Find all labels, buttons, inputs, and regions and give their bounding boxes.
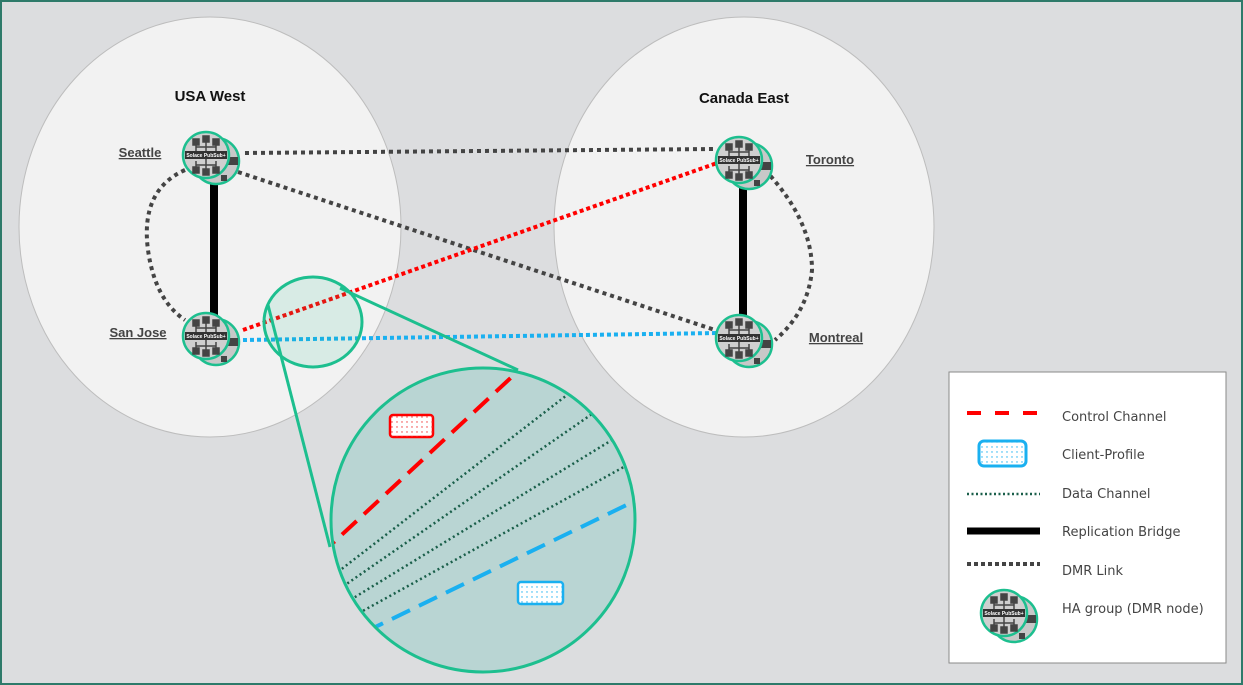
- node-logo-text: Solace PubSub+: [719, 158, 758, 164]
- data-channel-detail: [349, 456, 635, 620]
- legend-label: HA group (DMR node): [1062, 602, 1204, 617]
- dmr-link-seattle-montreal: [237, 170, 716, 332]
- node-label-seattle: Seattle: [119, 145, 162, 160]
- node-label-montreal: Montreal: [809, 330, 863, 345]
- node-logo-text: Solace PubSub+: [984, 611, 1023, 617]
- zoom-connector-line: [339, 286, 519, 372]
- zoom-source-circle: [262, 275, 364, 369]
- client-profile-detail: [364, 494, 635, 634]
- legend-label: Data Channel: [1062, 487, 1151, 502]
- control-channel-link: [242, 160, 721, 332]
- legend-label: Replication Bridge: [1062, 525, 1180, 540]
- zoom-connector-line: [266, 304, 332, 548]
- dmr-link-toronto-montreal: [763, 168, 815, 342]
- region-title-usa-west: USA West: [175, 88, 246, 105]
- dmr-link-seattle-sanjose: [144, 168, 187, 322]
- region-title-canada-east: Canada East: [699, 90, 789, 107]
- legend: Control Channel Client-Profile Data Chan…: [948, 371, 1227, 664]
- legend-label: Control Channel: [1062, 410, 1167, 425]
- node-label-toronto: Toronto: [806, 152, 854, 167]
- node-logo-text: Solace PubSub+: [186, 153, 225, 159]
- control-channel-detail: [331, 368, 532, 557]
- dmr-link-seattle-toronto: [244, 147, 716, 155]
- client-profile-link: [242, 331, 719, 342]
- node-logo-text: Solace PubSub+: [719, 336, 758, 342]
- node-label-san-jose: San Jose: [109, 325, 166, 340]
- data-channel-detail: [341, 430, 626, 607]
- node-logo-text: Solace PubSub+: [186, 334, 225, 340]
- legend-label: DMR Link: [1062, 564, 1123, 579]
- legend-label: Client-Profile: [1062, 448, 1145, 463]
